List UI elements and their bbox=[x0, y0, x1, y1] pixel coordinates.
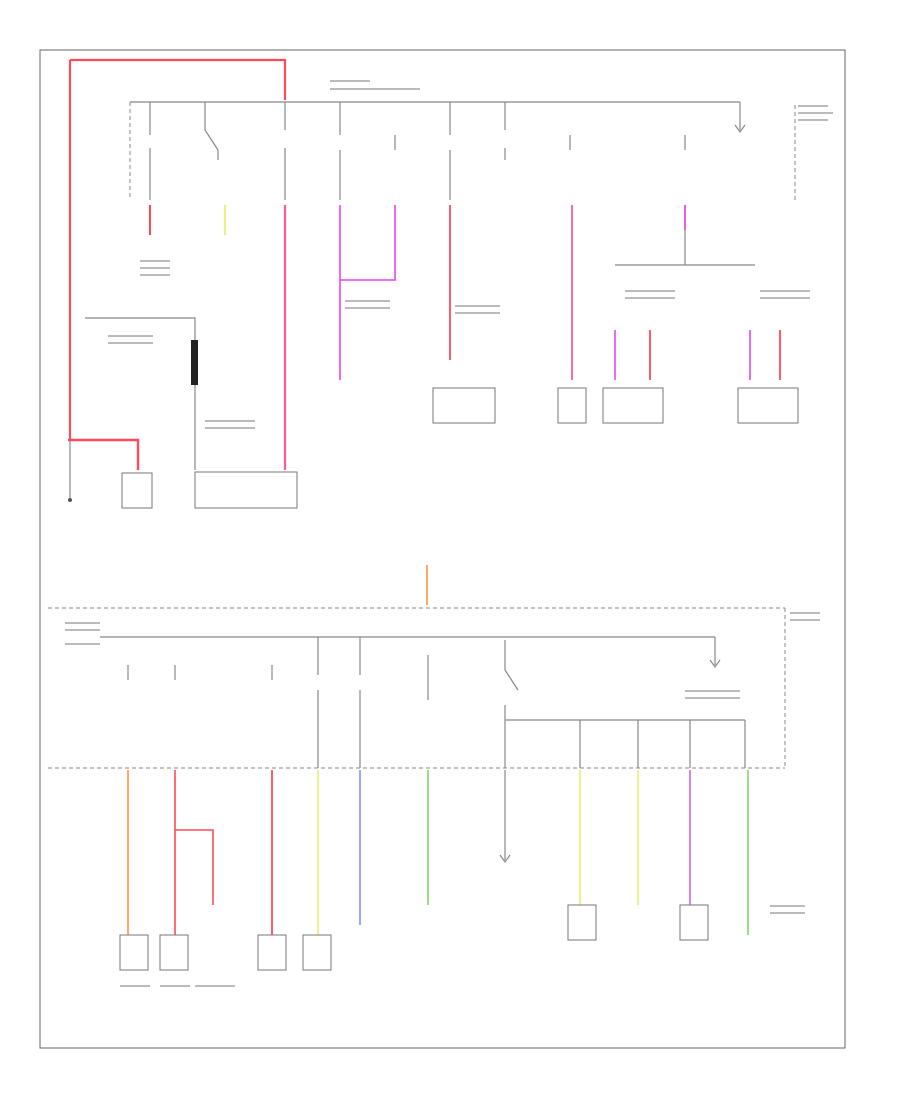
component-b1 bbox=[119, 934, 149, 971]
label-block bbox=[330, 88, 420, 90]
label-block bbox=[160, 985, 190, 987]
label-block bbox=[770, 912, 805, 914]
component-b3 bbox=[257, 934, 287, 971]
bottom-fuses bbox=[127, 637, 746, 768]
label-block bbox=[760, 297, 810, 299]
ground-symbol bbox=[68, 498, 72, 502]
top-fuses bbox=[149, 102, 746, 200]
diagram-border bbox=[39, 49, 846, 1049]
label-block bbox=[770, 905, 805, 907]
label-block bbox=[685, 690, 740, 692]
label-block bbox=[65, 622, 100, 624]
wire-red-b2 bbox=[174, 770, 214, 935]
component-b4 bbox=[302, 934, 332, 971]
arrow-right-bottom bbox=[709, 637, 721, 669]
component-b8 bbox=[567, 904, 597, 941]
label-block bbox=[108, 342, 153, 344]
label-block bbox=[140, 260, 170, 262]
wire-black-b7 bbox=[499, 770, 511, 864]
label-block bbox=[65, 629, 100, 631]
module-far-right bbox=[737, 387, 799, 424]
label-block bbox=[455, 312, 500, 314]
relay-switch-top bbox=[204, 102, 219, 160]
label-block bbox=[685, 697, 740, 699]
relay-switch-bottom bbox=[504, 640, 519, 720]
component-b10 bbox=[679, 904, 709, 941]
arrow-right-top bbox=[734, 102, 746, 134]
battery-positive-wire-red bbox=[68, 438, 140, 470]
battery-feed-wire-red bbox=[68, 58, 287, 440]
generator bbox=[194, 471, 298, 509]
seat-module-left bbox=[432, 387, 496, 424]
component-b2 bbox=[159, 934, 189, 971]
label-block bbox=[798, 105, 828, 107]
label-block bbox=[140, 274, 170, 276]
label-block bbox=[195, 985, 235, 987]
label-block bbox=[140, 267, 170, 269]
label-block bbox=[798, 119, 828, 121]
abs-module bbox=[557, 387, 587, 424]
label-block bbox=[330, 80, 370, 82]
label-block bbox=[760, 290, 810, 292]
label-block bbox=[625, 290, 675, 292]
starter-motor bbox=[121, 472, 153, 509]
label-block bbox=[625, 297, 675, 299]
module-center-right bbox=[602, 387, 664, 424]
label-block bbox=[205, 420, 255, 422]
label-block bbox=[205, 427, 255, 429]
bottom-label-blocks bbox=[65, 612, 820, 987]
fusible-link-wire bbox=[85, 317, 196, 470]
label-block bbox=[108, 335, 153, 337]
fusible-link bbox=[191, 340, 198, 385]
label-block bbox=[345, 307, 390, 309]
label-block bbox=[120, 985, 150, 987]
top-label-blocks bbox=[108, 80, 833, 429]
label-block bbox=[798, 112, 833, 114]
label-block bbox=[790, 612, 820, 614]
bus-right-modules bbox=[615, 230, 755, 266]
label-block bbox=[455, 305, 500, 307]
wire-magenta-b bbox=[340, 205, 396, 281]
label-block bbox=[65, 643, 100, 645]
label-block bbox=[345, 300, 390, 302]
label-block bbox=[790, 619, 820, 621]
